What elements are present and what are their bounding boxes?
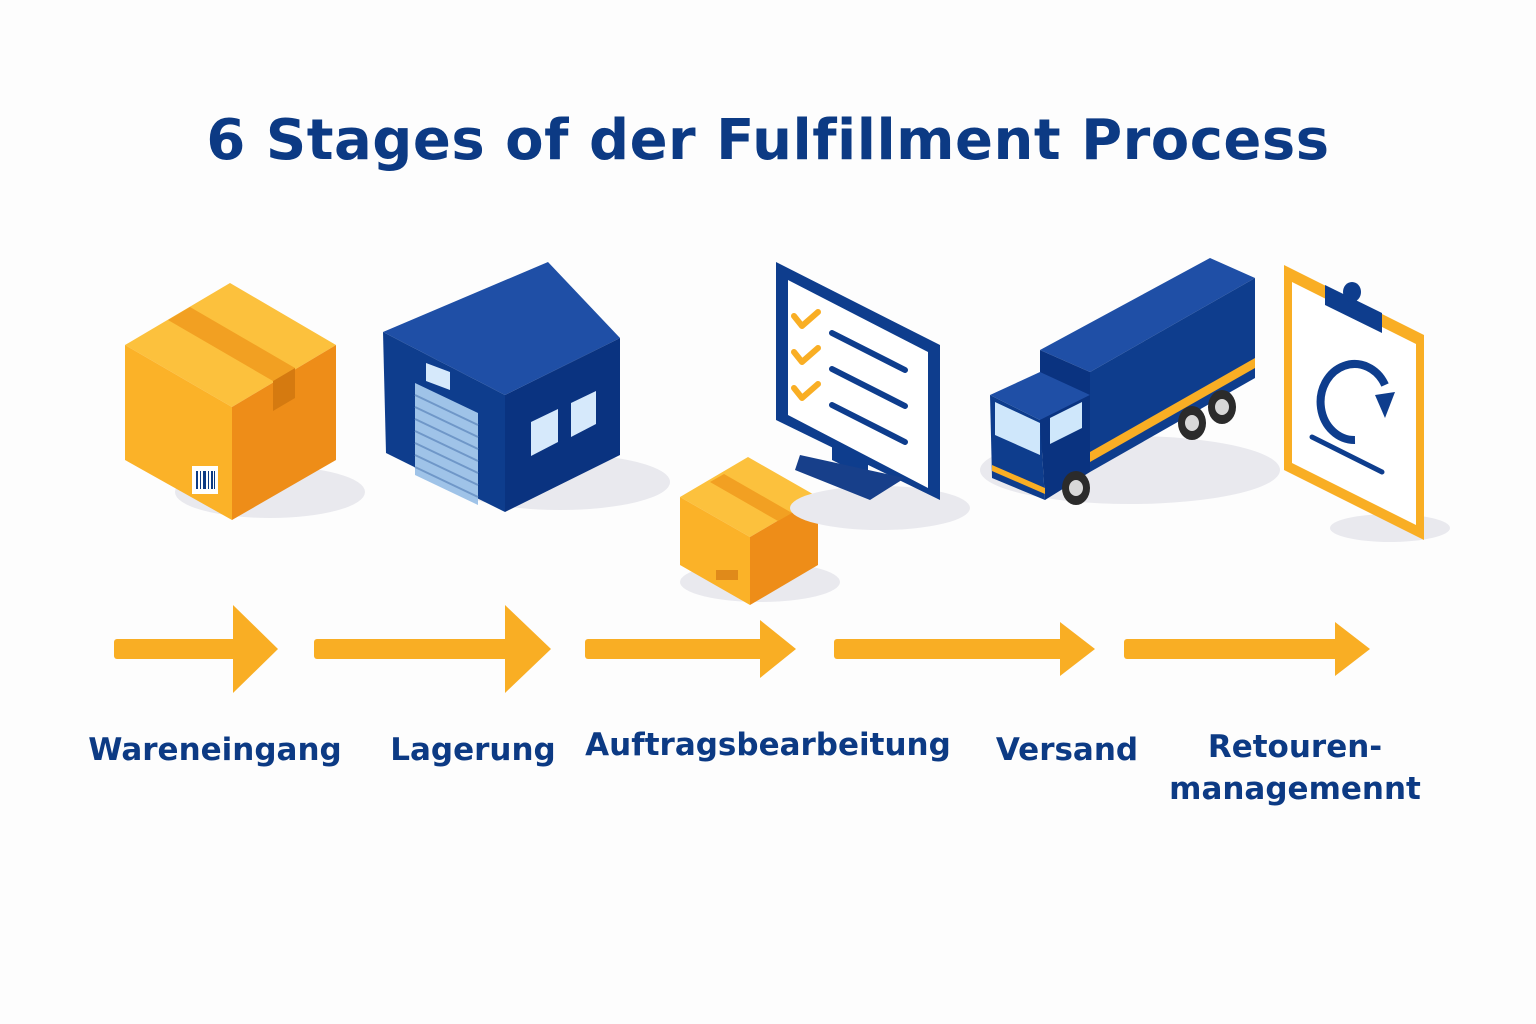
page-title: 6 Stages of der Fulfillment Process xyxy=(206,108,1330,173)
stage-label-versand: Versand xyxy=(995,732,1139,768)
warehouse-icon xyxy=(383,262,670,512)
small-box-icon xyxy=(680,457,840,605)
flow-arrow-3 xyxy=(585,620,796,678)
delivery-truck-icon xyxy=(980,258,1280,505)
stage-label-retourenmanagement: Retouren- managemennt xyxy=(1160,726,1430,810)
flow-arrow-4 xyxy=(834,622,1095,676)
cardboard-box-icon xyxy=(125,283,365,520)
stage-label-wareneingang: Wareneingang xyxy=(88,732,342,768)
stage-label-line-1: Retouren- xyxy=(1207,729,1383,765)
flow-arrow-1 xyxy=(114,605,278,693)
stage-label-lagerung: Lagerung xyxy=(390,732,556,768)
stage-label-line-2: managemennt xyxy=(1169,771,1421,807)
flow-arrow-2 xyxy=(314,605,551,693)
order-checklist-monitor-icon xyxy=(776,262,970,530)
flow-arrow-5 xyxy=(1124,622,1370,676)
return-clipboard-icon xyxy=(1284,265,1450,542)
stage-label-auftragsbearbeitung: Auftragsbearbeitung xyxy=(585,727,951,763)
